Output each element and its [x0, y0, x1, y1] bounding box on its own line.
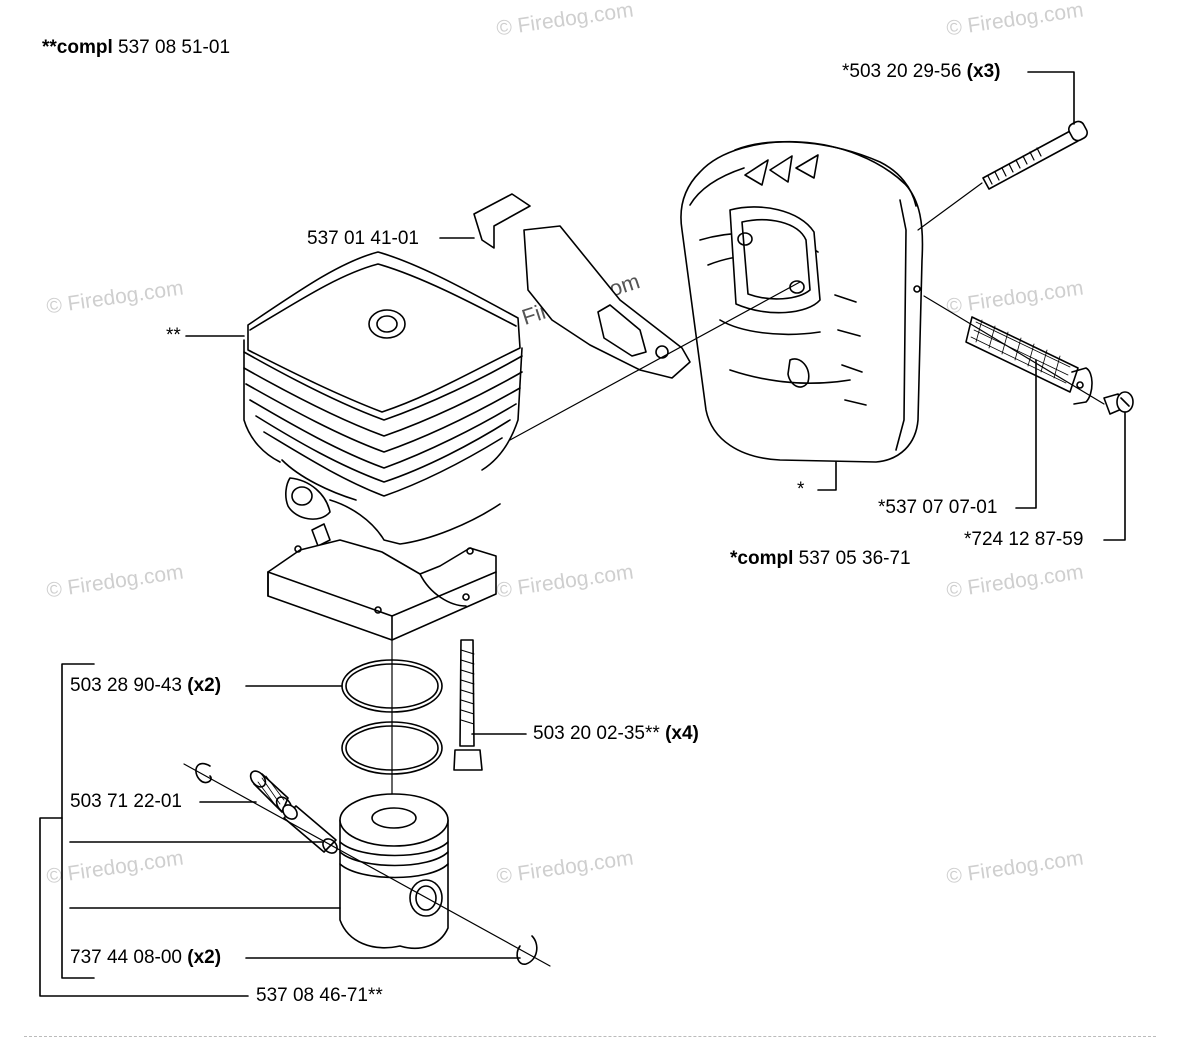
bottom-divider — [24, 1036, 1156, 1037]
muffler-marker-label: * — [797, 479, 804, 501]
muffler-drawing — [680, 140, 924, 491]
muffler-assembly-number: 537 05 36-71 — [798, 548, 911, 569]
cylinder-bolt-label: 503 20 02-35** (x4) — [533, 723, 699, 745]
circlips-drawing — [195, 762, 538, 965]
piston-ring-qty: (x2) — [187, 675, 222, 696]
piston-drawing — [339, 793, 449, 950]
cylinder-assembly-label: **compl 537 08 51-01 — [42, 37, 230, 59]
circlip-qty: (x2) — [187, 947, 222, 968]
circlip-label: 737 44 08-00 (x2) — [70, 947, 221, 969]
spark-screen-label: *537 07 07-01 — [878, 497, 997, 519]
cylinder-drawing — [185, 251, 523, 641]
piston-ring-label: 503 28 90-43 (x2) — [70, 675, 221, 697]
cylinder-marker-label: ** — [166, 325, 181, 347]
screen-screw-label: *724 12 87-59 — [964, 529, 1083, 551]
cylinder-assembly-compl: compl — [56, 37, 113, 58]
cylinder-bolt-qty: (x4) — [665, 723, 699, 744]
spark-screen-drawing — [965, 316, 1093, 509]
cylinder-assembly-number: 537 08 51-01 — [118, 37, 231, 58]
bracket-number: 537 01 41-01 — [307, 228, 419, 249]
cylinder-marker: ** — [166, 325, 181, 346]
muffler-assembly-compl: compl — [737, 548, 794, 569]
screen-screw-drawing — [1103, 391, 1134, 541]
muffler-assembly-prefix: * — [730, 548, 738, 569]
alignment-line — [923, 295, 1105, 405]
cylinder-bolt-drawing — [453, 639, 527, 771]
muffler-bolt-label: *503 20 29-56 (x3) — [842, 61, 1000, 83]
bracket-label: 537 01 41-01 — [307, 228, 419, 250]
cylinder-bolt-number: 503 20 02-35** — [533, 723, 660, 744]
alignment-line — [183, 763, 551, 967]
muffler-bolt-number: *503 20 29-56 — [842, 61, 962, 82]
circlip-number: 737 44 08-00 — [70, 947, 182, 968]
cylinder-assembly-prefix: ** — [42, 37, 57, 58]
muffler-assembly-label: *compl 537 05 36-71 — [730, 548, 911, 570]
alignment-line — [509, 281, 801, 441]
piston-kit-number: 537 08 46-71** — [256, 985, 383, 1006]
muffler-bolt-drawing — [982, 71, 1088, 190]
needle-bearing-number: 503 71 22-01 — [70, 791, 182, 812]
muffler-bolt-qty: (x3) — [966, 61, 1001, 82]
muffler-marker: * — [797, 479, 805, 500]
needle-bearing-label: 503 71 22-01 — [70, 791, 182, 813]
piston-kit-label: 537 08 46-71** — [256, 985, 383, 1007]
piston-ring-number: 503 28 90-43 — [70, 675, 182, 696]
alignment-line — [917, 182, 983, 231]
screen-screw-number: *724 12 87-59 — [964, 529, 1084, 550]
piston-kit-bracket — [39, 663, 249, 997]
needle-bearing-drawing — [199, 770, 293, 814]
spark-screen-number: *537 07 07-01 — [878, 497, 998, 518]
piston-rings-drawing — [245, 659, 443, 775]
bracket-drawing — [439, 193, 691, 379]
